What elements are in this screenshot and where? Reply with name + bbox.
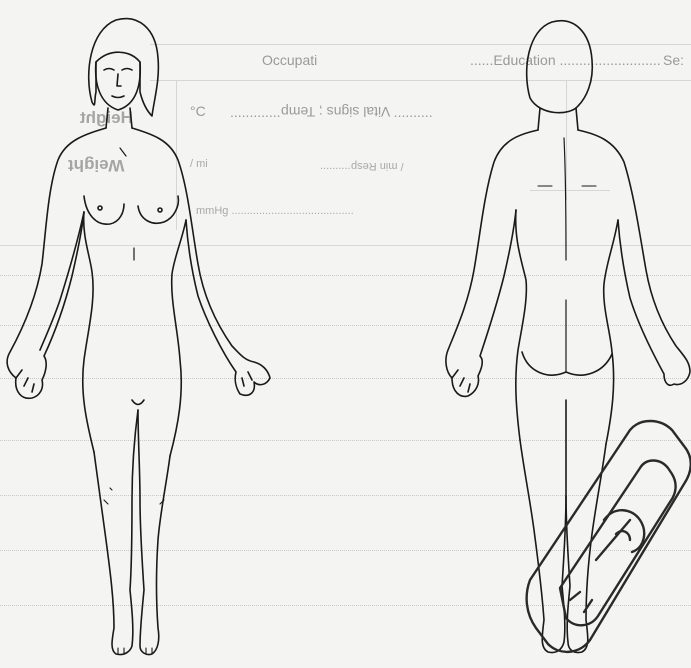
front-right-hand-detail [242,372,252,386]
front-torso-left [83,212,94,452]
front-crotch [132,400,144,405]
back-right-arm [578,130,690,385]
front-nose [117,74,121,86]
front-right-leg-outer [138,410,170,655]
front-nipple-right [158,208,162,212]
front-torso-right [170,220,186,456]
back-buttock-left [522,352,566,375]
front-left-hand-detail [16,370,34,392]
stamp-watermark-icon [527,421,691,652]
back-figure [446,21,690,653]
front-mouth [112,96,124,98]
back-torso-right [604,220,618,444]
front-knee-marks [104,488,164,504]
front-toes [118,648,152,654]
front-left-leg-outer [94,410,138,655]
front-eye-right [122,69,132,71]
front-eye-left [104,69,114,71]
back-head [527,21,593,113]
front-sternum [120,148,126,156]
front-neck [106,108,132,128]
front-nipple-left [98,206,102,210]
front-breast-left [84,196,124,224]
back-neck [538,108,578,130]
front-left-arm-inner [40,212,84,350]
back-left-leg [520,400,566,653]
front-figure [7,19,270,655]
front-hair [89,19,159,116]
back-torso-left [516,210,527,440]
back-buttock-right [566,354,612,375]
front-right-arm-outer [132,128,270,395]
back-spine [564,138,566,260]
